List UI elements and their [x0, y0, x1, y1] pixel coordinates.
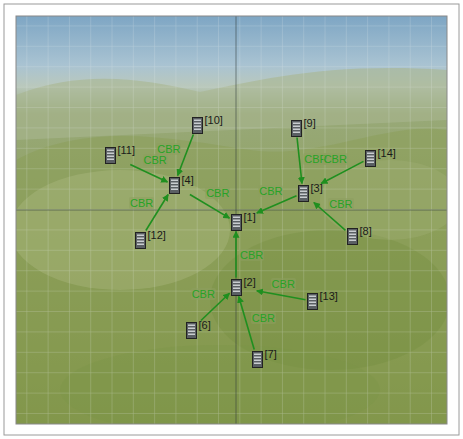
link-label: CBR: [271, 278, 296, 290]
node-label: [3]: [311, 182, 323, 194]
traffic-link: [235, 232, 237, 278]
grid: [16, 16, 447, 424]
node-label: [8]: [360, 225, 372, 237]
node-label: [12]: [148, 229, 166, 241]
traffic-link: [257, 196, 297, 213]
server-icon: [365, 150, 376, 167]
server-icon: [231, 279, 242, 296]
network-node: [6]: [186, 322, 211, 339]
network-node: [12]: [135, 232, 166, 249]
server-icon: [105, 147, 116, 164]
server-icon: [135, 232, 146, 249]
network-node: [7]: [252, 351, 277, 368]
ground: [16, 16, 447, 424]
node-label: [11]: [118, 144, 136, 156]
link-label: CBR: [239, 249, 264, 261]
network-node: [10]: [192, 117, 223, 134]
network-node: [11]: [105, 147, 136, 164]
node-label: [4]: [182, 174, 194, 186]
server-icon: [169, 177, 180, 194]
network-node: [3]: [298, 185, 323, 202]
server-icon: [186, 322, 197, 339]
map-border: [16, 16, 447, 424]
link-label: CBR: [328, 198, 353, 210]
node-label: [7]: [265, 348, 277, 360]
node-label: [2]: [244, 276, 256, 288]
server-icon: [347, 228, 358, 245]
network-node: [14]: [365, 150, 396, 167]
link-label: CBR: [129, 197, 154, 209]
network-node: [13]: [307, 293, 338, 310]
link-label: CBR: [143, 154, 168, 166]
traffic-link: [257, 291, 306, 300]
network-node: [1]: [231, 214, 256, 231]
network-node: [8]: [347, 228, 372, 245]
network-node: [2]: [231, 279, 256, 296]
server-icon: [231, 214, 242, 231]
link-label: CBR: [258, 185, 283, 197]
server-icon: [252, 351, 263, 368]
traffic-link: [178, 135, 194, 176]
node-label: [6]: [199, 319, 211, 331]
node-label: [10]: [205, 114, 223, 126]
link-label: CBR: [205, 187, 230, 199]
frame: [4, 4, 459, 435]
server-icon: [307, 293, 318, 310]
link-label: CBR: [323, 153, 348, 165]
axis-line: [16, 210, 447, 211]
link-label: CBR: [156, 143, 181, 155]
network-node: [9]: [291, 120, 316, 137]
node-label: [13]: [320, 290, 338, 302]
node-label: [14]: [378, 147, 396, 159]
server-icon: [298, 185, 309, 202]
link-label: CBR: [251, 312, 276, 324]
node-label: [9]: [304, 117, 316, 129]
traffic-link: [130, 165, 167, 182]
server-icon: [192, 117, 203, 134]
server-icon: [291, 120, 302, 137]
network-node: [4]: [169, 177, 194, 194]
link-label: CBR: [191, 288, 216, 300]
node-label: [1]: [244, 211, 256, 223]
traffic-link: [297, 138, 302, 184]
